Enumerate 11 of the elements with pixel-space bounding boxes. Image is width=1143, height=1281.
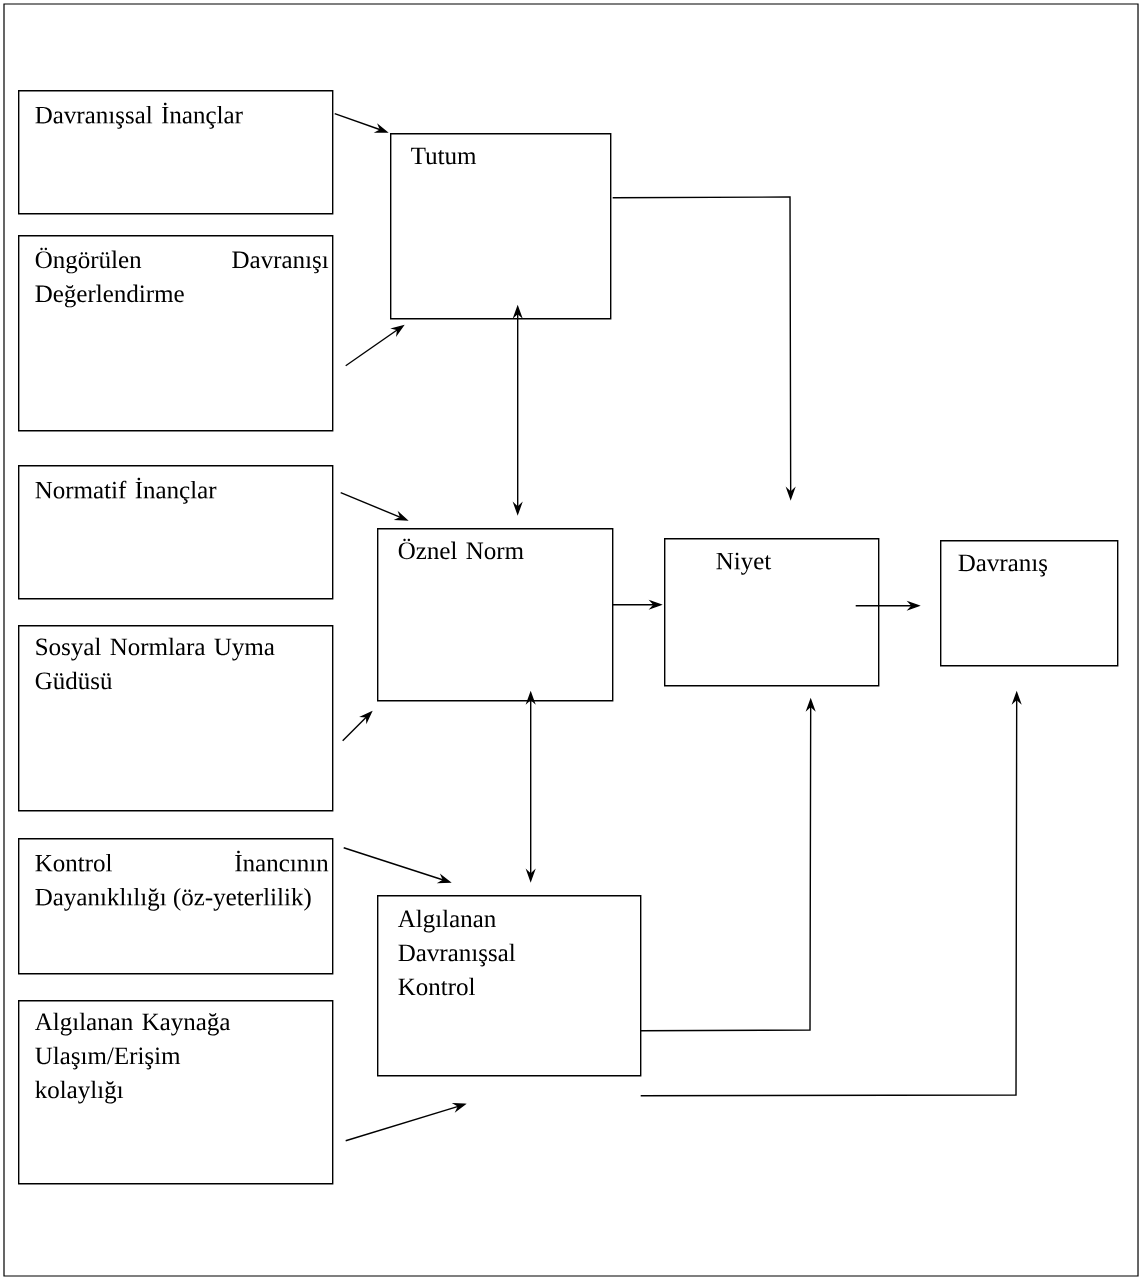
box: Normatif İnançlar [18, 465, 334, 600]
box: Kontrol İnancının Dayanıklılığı (öz-yeterlilik) [18, 838, 334, 975]
box: Sosyal Normlara Uyma Güdüsü [18, 625, 334, 812]
box: Algılanan Kaynağa Ulaşım/Erişim kolaylığı [18, 1000, 334, 1185]
box: Algılanan Davranışsal Kontrol [377, 895, 642, 1077]
box: Niyet [664, 538, 880, 687]
box: Davranışsal İnançlar [18, 90, 334, 215]
box: Davranış [940, 540, 1119, 667]
box: Tutum [390, 133, 612, 320]
box: Öngörülen Davranışı Değerlendirme [18, 235, 334, 432]
box: Öznel Norm [377, 528, 614, 702]
